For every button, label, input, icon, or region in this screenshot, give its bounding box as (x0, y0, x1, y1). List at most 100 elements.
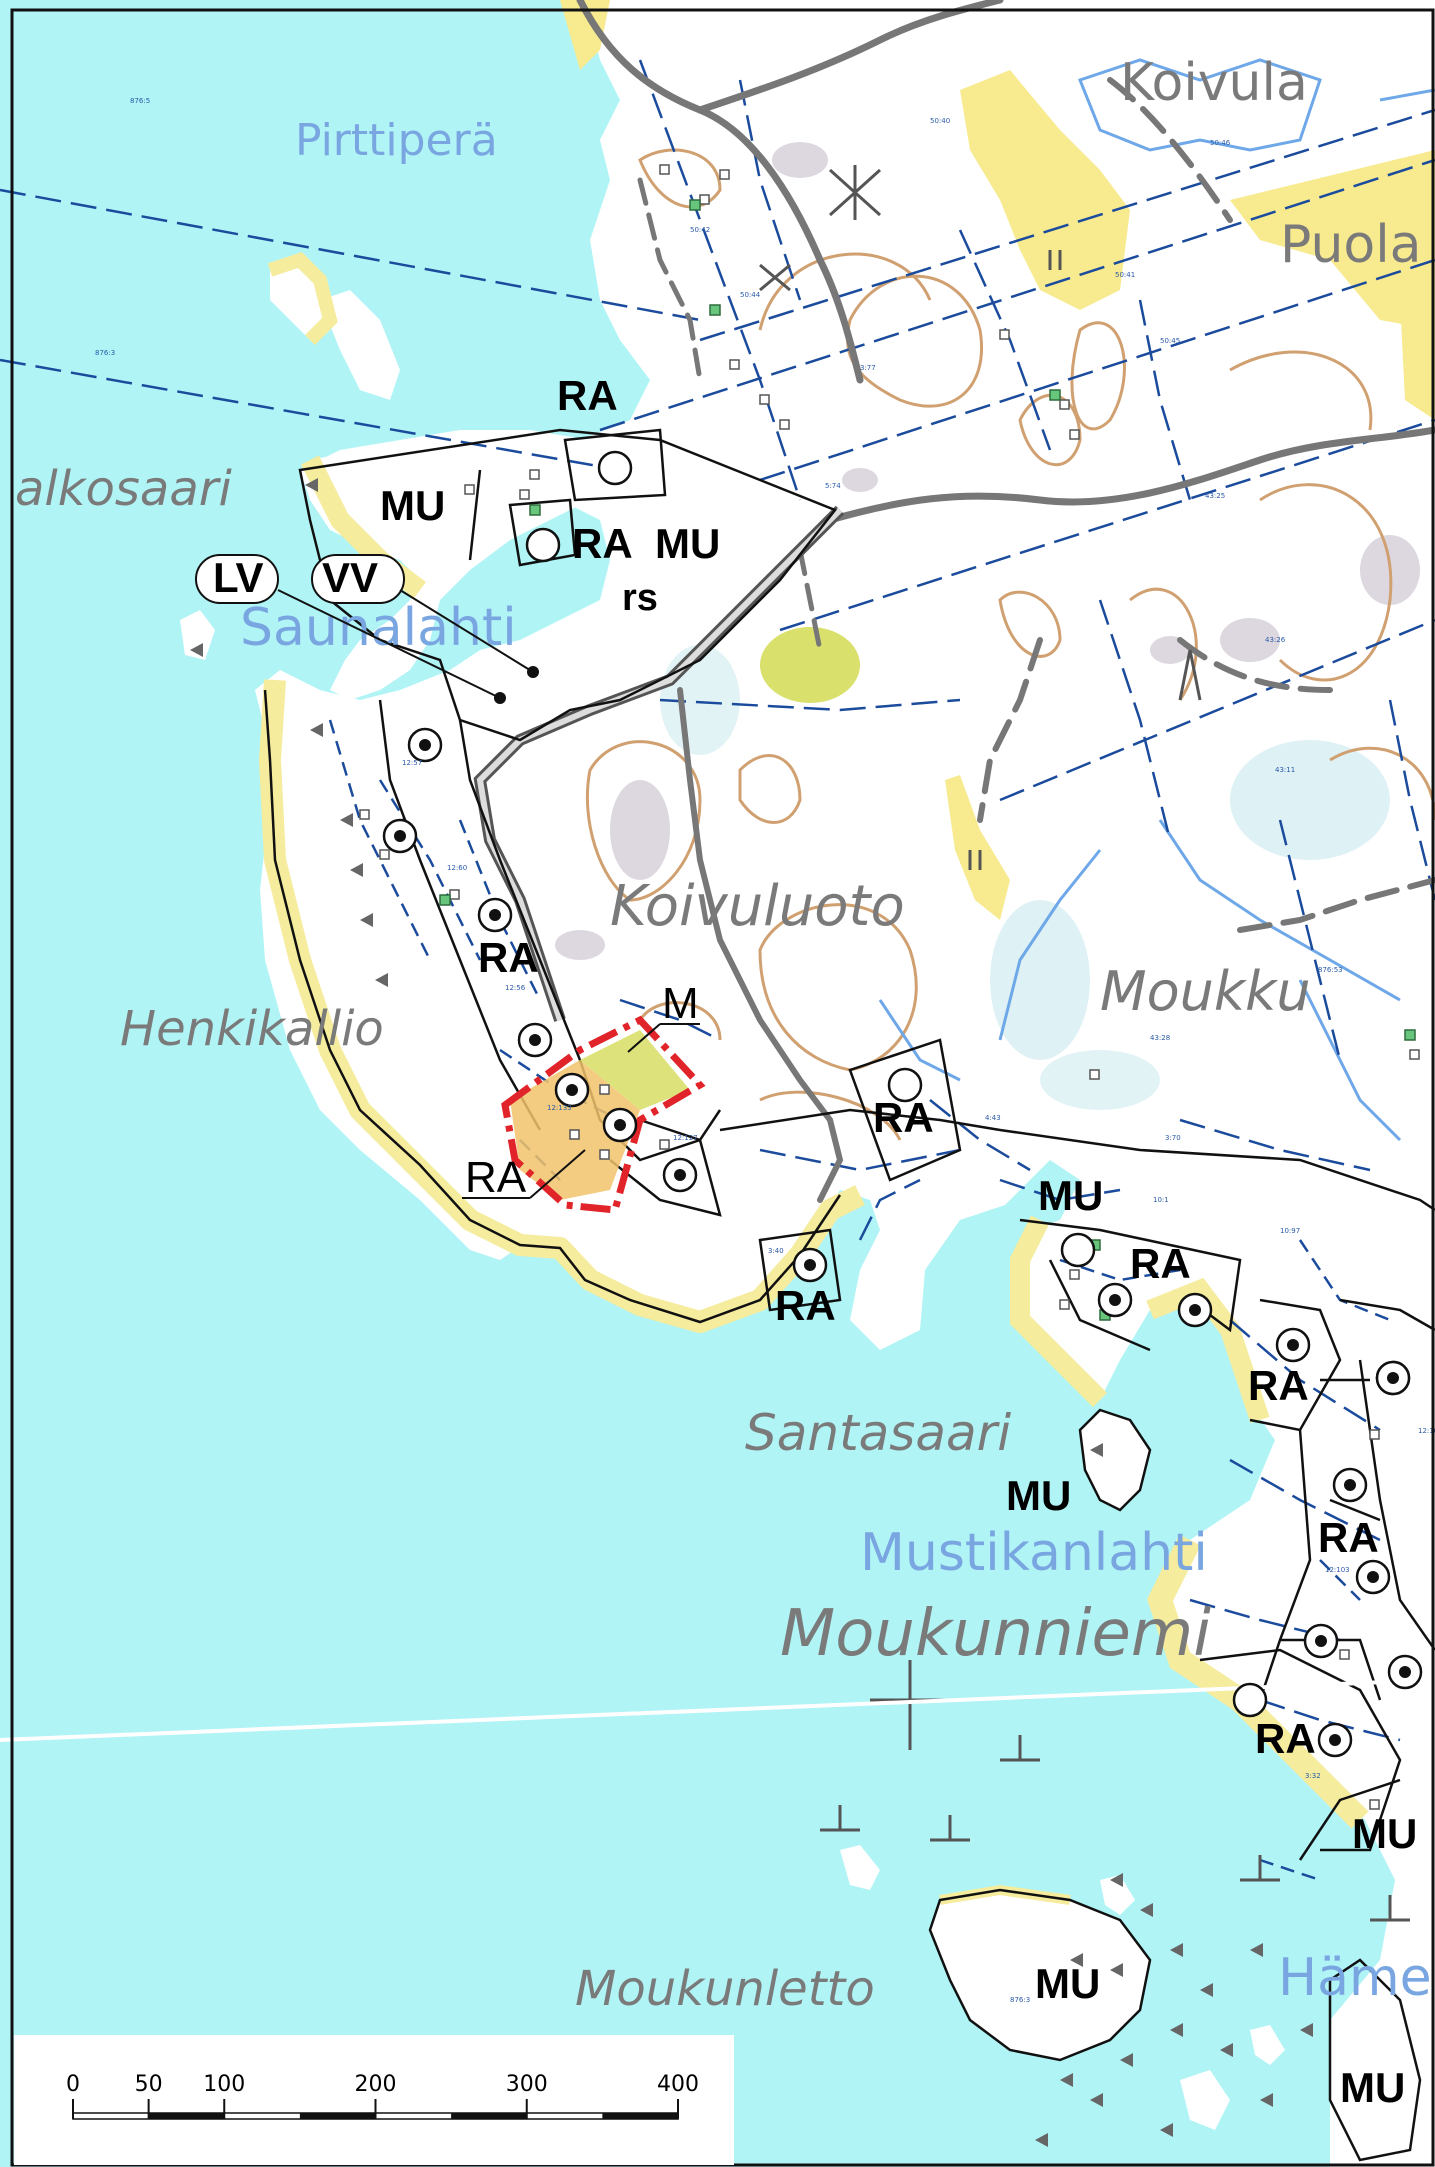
svg-text:50:45: 50:45 (1160, 337, 1180, 345)
svg-text:43:25: 43:25 (1205, 492, 1225, 500)
svg-text:43:11: 43:11 (1275, 766, 1295, 774)
svg-text:876:3: 876:3 (95, 349, 115, 357)
house-symbol (1387, 1654, 1423, 1690)
scale-bar-tick-label: 400 (657, 2072, 699, 2097)
house-symbol (1177, 1292, 1213, 1328)
house-symbols (382, 727, 1423, 1758)
water-name-mustikanlahti: Mustikanlahti (860, 1523, 1208, 1583)
svg-text:50:44: 50:44 (740, 291, 761, 299)
zone-label-mu: MU (380, 482, 445, 529)
island-2 (320, 290, 400, 400)
zone-label-mu: MU (1035, 1960, 1100, 2007)
zone-label-mu: MU (1006, 1472, 1071, 1519)
house-symbol (792, 1247, 828, 1283)
zone-label-ra: RA (1130, 1240, 1191, 1287)
place-name-santasaari: Santasaari (745, 1404, 1011, 1462)
svg-text:12:56: 12:56 (505, 984, 526, 992)
house-symbol (1355, 1559, 1391, 1595)
svg-text:50:40: 50:40 (930, 117, 950, 125)
streams (878, 58, 1435, 1142)
place-name-koivula: Koivula (1120, 53, 1308, 113)
house-symbol (662, 1157, 698, 1193)
place-name-pirttipera: Pirttiperä (295, 115, 498, 166)
scale-bar-segment (451, 2113, 527, 2119)
rock-4 (1220, 618, 1280, 662)
svg-text:50:41: 50:41 (1115, 271, 1135, 279)
change-area-border (501, 1015, 706, 1214)
svg-text:43:26: 43:26 (1265, 636, 1286, 644)
house-symbol (1375, 1360, 1411, 1396)
house-symbol (1332, 1467, 1368, 1503)
scale-bar-segment (602, 2113, 678, 2119)
field-puola (1230, 150, 1435, 330)
property-lines (0, 59, 1435, 1742)
scale-bar-tick-label: 0 (66, 2072, 80, 2097)
svg-text:5:74: 5:74 (825, 482, 841, 490)
svg-text:3:32: 3:32 (1305, 1772, 1321, 1780)
zone-label-rs: rs (622, 577, 658, 619)
peninsula-north (300, 430, 620, 700)
green-area (760, 627, 860, 703)
mainland (255, 0, 1435, 2167)
buildings (359, 164, 1420, 1810)
svg-text:RA: RA (465, 1153, 527, 1202)
svg-text:3:77: 3:77 (860, 364, 876, 372)
svg-text:12:60: 12:60 (447, 864, 467, 872)
wetland-1 (990, 900, 1090, 1060)
svg-text:876:53: 876:53 (1318, 966, 1343, 974)
parcel-numbers: 876:5 876:3 50:40 50:44 50:42 50:41 50:4… (95, 97, 1435, 2004)
island-small-2 (1100, 1875, 1135, 1915)
scale-bar-segment (299, 2113, 376, 2119)
zone-boundaries (298, 428, 1435, 2162)
place-name-alkosaari: alkosaari (15, 461, 232, 517)
rock-2 (610, 780, 670, 880)
house-symbol (1097, 1282, 1133, 1318)
zone-label-mu: MU (1340, 2064, 1405, 2111)
svg-text:876:3: 876:3 (1010, 1996, 1030, 2004)
house-symbol (517, 1022, 553, 1058)
svg-text:VV: VV (322, 554, 378, 601)
island-santasaari-mu (1080, 1410, 1150, 1510)
wetland-2 (1230, 740, 1390, 860)
rock-7 (842, 468, 878, 492)
beach-south (1147, 1534, 1369, 1829)
svg-text:12:133: 12:133 (547, 1104, 572, 1112)
lv-callout: LV (195, 554, 506, 704)
svg-text:4:43: 4:43 (985, 1114, 1001, 1122)
island-small-3 (1250, 2025, 1285, 2065)
svg-text:3:70: 3:70 (1165, 1134, 1181, 1142)
island-moukunletto (930, 1890, 1150, 2060)
scale-bar-tick-label: 200 (355, 2072, 397, 2097)
svg-text:876:5: 876:5 (130, 97, 150, 105)
house-symbol (1303, 1623, 1339, 1659)
scale-bar-tick-label: 50 (135, 2072, 163, 2097)
svg-text:12:103: 12:103 (1325, 1566, 1350, 1574)
field-north (560, 0, 610, 70)
svg-text:LV: LV (213, 554, 264, 601)
shore-markers (190, 478, 1313, 2147)
house-symbol (382, 818, 418, 854)
house-symbol (477, 897, 513, 933)
change-label-m: M (627, 979, 700, 1053)
island-small-1 (840, 1845, 880, 1890)
map-symbols (759, 165, 1410, 1922)
beach-island (267, 251, 338, 345)
svg-text:12:127: 12:127 (673, 1134, 698, 1142)
zone-label-ra: RA (873, 1094, 934, 1141)
island-3 (180, 610, 215, 660)
house-symbol (1275, 1327, 1311, 1363)
svg-text:12:57: 12:57 (402, 759, 422, 767)
svg-text:10:97: 10:97 (1280, 1227, 1300, 1235)
place-name-moukunletto: Moukunletto (575, 1961, 875, 2017)
scale-bar-background (14, 2035, 734, 2165)
place-name-henkikallio: Henkikallio (120, 1001, 384, 1057)
field-koivuluoto (945, 775, 1010, 920)
svg-text:M: M (662, 979, 699, 1028)
svg-text:10:1: 10:1 (1153, 1196, 1169, 1204)
house-symbol (407, 727, 443, 763)
place-name-moukku: Moukku (1100, 960, 1311, 1023)
svg-text:3:40: 3:40 (768, 1247, 784, 1255)
change-area-m (580, 1030, 690, 1110)
